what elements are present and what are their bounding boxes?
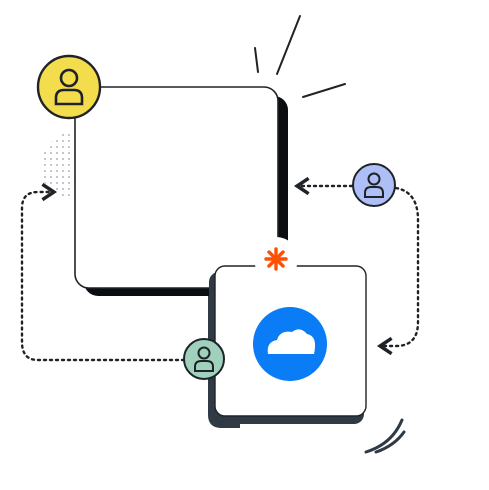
user-avatar-right[interactable] (352, 163, 396, 207)
person-icon (364, 172, 384, 198)
person-icon (194, 346, 214, 372)
dotted-arrow-bottom-to-main (20, 182, 186, 362)
burst-lines (254, 15, 346, 98)
cloud-icon (267, 329, 316, 354)
user-avatar-bottom[interactable] (183, 338, 225, 380)
user-avatar-top[interactable] (36, 54, 102, 120)
cloud-app-icon (253, 307, 327, 381)
main-card (74, 86, 279, 289)
person-icon (54, 68, 84, 106)
zapier-badge (254, 237, 298, 281)
halftone-dots (40, 130, 76, 197)
asterisk-icon (264, 247, 288, 271)
motion-lines (364, 418, 406, 454)
dotted-arrow-right-to-cloud (376, 186, 420, 356)
